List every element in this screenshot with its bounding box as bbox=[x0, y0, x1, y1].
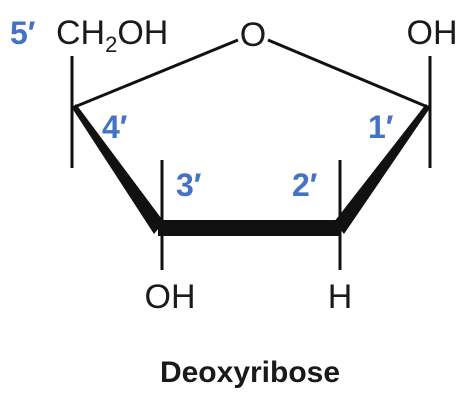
c1-oh-label: OH bbox=[407, 14, 458, 52]
bond-o-c1 bbox=[267, 38, 431, 110]
carbon-number-3: 3′ bbox=[176, 167, 202, 203]
c5-group-label: CH2OH bbox=[56, 14, 168, 57]
bond-c1-c2-wedge bbox=[334, 104, 430, 234]
diagram-caption: Deoxyribose bbox=[160, 356, 340, 389]
carbon-number-2: 2′ bbox=[292, 167, 318, 203]
c5-group-main: CH bbox=[56, 14, 105, 52]
carbon-number-4: 4′ bbox=[102, 109, 128, 145]
bond-c4-c3-wedge bbox=[72, 104, 164, 234]
c5-group-tail: OH bbox=[117, 14, 168, 52]
ring-oxygen-label: O bbox=[240, 16, 266, 54]
c2-h-label: H bbox=[328, 278, 353, 316]
c3-oh-label: OH bbox=[145, 278, 196, 316]
carbon-number-1: 1′ bbox=[368, 109, 394, 145]
bond-c3-c2-bold bbox=[158, 220, 340, 236]
c5-group-subscript: 2 bbox=[105, 32, 117, 57]
carbon-number-5: 5′ bbox=[10, 15, 36, 51]
bond-c4-o bbox=[71, 38, 239, 110]
